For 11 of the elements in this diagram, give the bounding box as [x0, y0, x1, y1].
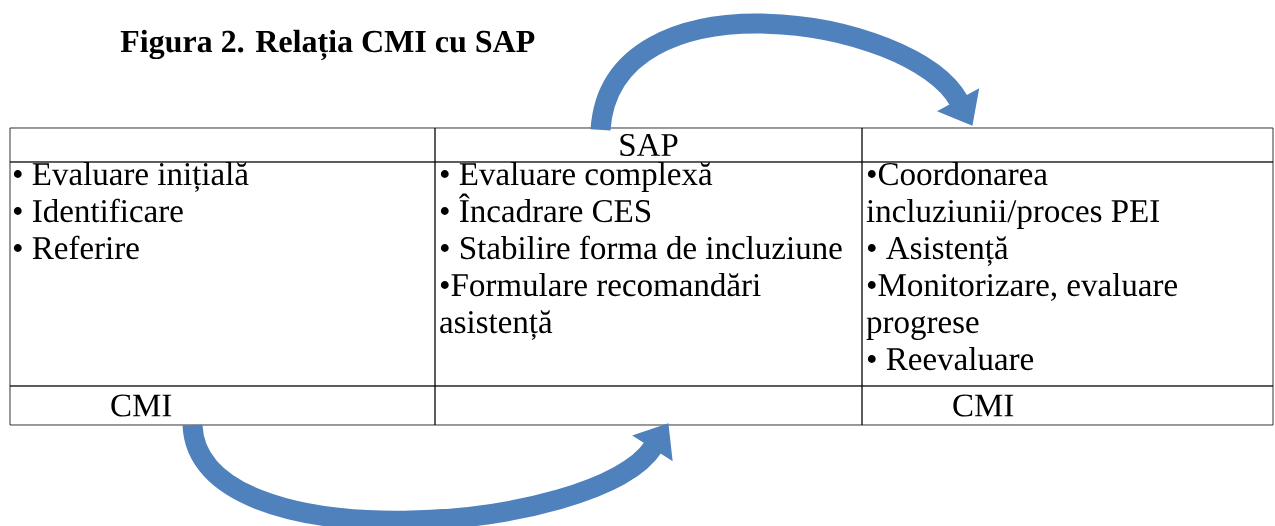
list-cell: • Evaluare complexă • Încadrare CES • Stabilire forma de incluziune •Formulare recomandări asistență: [434, 161, 863, 387]
header-cell: SAP: [434, 127, 863, 163]
empty-cell: [861, 127, 1274, 163]
empty-cell: [434, 385, 863, 426]
empty-cell: [9, 127, 436, 163]
header-cell: CMI: [9, 385, 436, 426]
list-cell: • Evaluare inițială • Identificare • Referire: [9, 161, 436, 387]
curved-arrow: [590, 13, 980, 133]
list-cell: •Coordonarea incluziunii/proces PEI • Asistență •Monitorizare, evaluare progrese • Reevaluare: [861, 161, 1274, 387]
title: Figura 2. Relația CMI cu SAP: [120, 29, 535, 61]
header-cell: CMI: [861, 385, 1274, 426]
